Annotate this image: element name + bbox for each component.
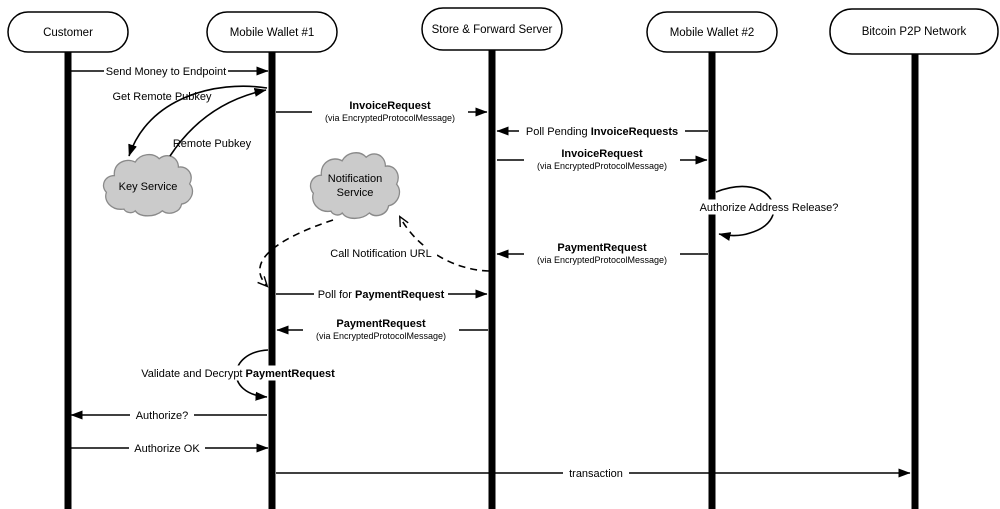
message-payment-request-to-server-label: PaymentRequest	[557, 242, 647, 254]
message-validate-and-decrypt: Validate and Decrypt PaymentRequest	[140, 349, 336, 401]
message-validate-and-decrypt-label: Validate and Decrypt PaymentRequest	[141, 368, 335, 380]
lifeline-bitcoin-network	[911, 52, 919, 509]
notification-service-cloud-shape	[309, 152, 401, 220]
message-payment-request-to-wallet1-via: (via EncryptedProtocolMessage)	[316, 331, 446, 341]
message-call-notification-url-curve	[400, 217, 490, 272]
message-authorize-address-release-loop	[715, 185, 775, 241]
message-payment-request-to-wallet1-label: PaymentRequest	[336, 318, 426, 330]
actor-store-forward-server-label: Store & Forward Server	[432, 24, 553, 36]
message-get-remote-pubkey-label: Get Remote Pubkey	[112, 91, 212, 103]
message-notify-wallet1-curve	[260, 219, 334, 286]
message-authorize-question: Authorize?	[70, 407, 267, 423]
lifelines	[64, 48, 919, 509]
message-authorize-address-release-label-bg	[696, 199, 842, 215]
message-payment-request-to-server: PaymentRequest (via EncryptedProtocolMes…	[496, 241, 708, 267]
message-invoice-request-1-label-bg	[312, 99, 468, 125]
message-remote-pubkey-label: Remote Pubkey	[173, 138, 252, 150]
actor-mobile-wallet-1-label: Mobile Wallet #1	[230, 27, 315, 39]
message-send-money: Send Money to Endpoint	[68, 63, 269, 79]
message-send-money-label-bg	[104, 63, 228, 79]
message-poll-pending-label-bg	[519, 123, 685, 139]
lifeline-mobile-wallet-1	[268, 50, 276, 509]
actor-store-forward-server: Store & Forward Server	[421, 7, 563, 51]
message-send-money-label: Send Money to Endpoint	[106, 66, 226, 78]
lifeline-mobile-wallet-2	[708, 50, 716, 509]
actor-mobile-wallet-2-label: Mobile Wallet #2	[670, 27, 755, 39]
message-authorize-question-label: Authorize?	[136, 410, 189, 422]
notification-service-label-line1: Notification	[328, 173, 382, 185]
actor-bitcoin-network-box	[829, 8, 999, 55]
actor-bitcoin-network-label: Bitcoin P2P Network	[862, 26, 967, 38]
message-transaction: transaction	[276, 465, 911, 481]
message-authorize-ok-label-bg	[129, 440, 205, 456]
message-invoice-request-2-label: InvoiceRequest	[561, 148, 643, 160]
message-call-notification-url: Call Notification URL	[325, 217, 490, 272]
actor-mobile-wallet-2: Mobile Wallet #2	[646, 11, 778, 53]
message-payment-request-to-server-via: (via EncryptedProtocolMessage)	[537, 255, 667, 265]
actor-mobile-wallet-1: Mobile Wallet #1	[206, 11, 338, 53]
message-transaction-label-bg	[563, 465, 629, 481]
message-invoice-request-1-label: InvoiceRequest	[349, 100, 431, 112]
message-poll-for-payment-request: Poll for PaymentRequest	[276, 286, 488, 302]
actor-bitcoin-network: Bitcoin P2P Network	[829, 8, 999, 55]
actor-mobile-wallet-2-box	[646, 11, 778, 53]
message-authorize-question-label-bg	[130, 407, 194, 423]
message-poll-pending-invoice-requests: Poll Pending InvoiceRequests	[496, 123, 708, 139]
message-invoice-request-1-via: (via EncryptedProtocolMessage)	[325, 113, 455, 123]
message-validate-and-decrypt-label-bg	[140, 365, 336, 381]
message-invoice-request-2-label-bg	[524, 147, 680, 173]
message-authorize-address-release-label: Authorize Address Release?	[700, 202, 839, 214]
message-payment-request-to-wallet1: PaymentRequest (via EncryptedProtocolMes…	[276, 317, 488, 343]
notification-service-label-line2: Service	[337, 187, 374, 199]
actor-customer-box	[7, 11, 129, 53]
message-invoice-request-2-via: (via EncryptedProtocolMessage)	[537, 161, 667, 171]
key-service-label: Key Service	[119, 181, 178, 193]
message-poll-pending-label: Poll Pending InvoiceRequests	[526, 126, 678, 138]
notification-service-cloud: Notification Service	[309, 152, 401, 220]
message-call-notification-url-label-bg	[325, 245, 437, 261]
message-call-notification-url-label: Call Notification URL	[330, 248, 431, 260]
message-authorize-ok: Authorize OK	[68, 440, 269, 456]
message-invoice-request-2: InvoiceRequest (via EncryptedProtocolMes…	[497, 147, 708, 173]
lifeline-customer	[64, 50, 72, 509]
message-invoice-request-1: InvoiceRequest (via EncryptedProtocolMes…	[276, 99, 488, 125]
key-service-cloud-shape	[102, 153, 194, 217]
actor-customer: Customer	[7, 11, 129, 53]
message-transaction-label: transaction	[569, 468, 623, 480]
message-poll-for-payment-request-label: Poll for PaymentRequest	[318, 289, 445, 301]
message-authorize-address-release: Authorize Address Release?	[696, 185, 842, 241]
message-remote-pubkey: Remote Pubkey	[169, 87, 267, 157]
message-poll-for-payment-request-label-bg	[314, 286, 448, 302]
actor-customer-label: Customer	[43, 27, 93, 39]
message-payment-request-to-server-label-bg	[524, 241, 680, 267]
message-get-remote-pubkey: Get Remote Pubkey	[112, 85, 268, 157]
key-service-cloud: Key Service	[102, 153, 194, 217]
lifeline-store-forward-server	[488, 48, 496, 509]
message-get-remote-pubkey-curve	[128, 85, 268, 157]
message-authorize-ok-label: Authorize OK	[134, 443, 200, 455]
message-payment-request-to-wallet1-label-bg	[303, 317, 459, 343]
message-notify-wallet1	[260, 219, 334, 286]
actor-mobile-wallet-1-box	[206, 11, 338, 53]
message-remote-pubkey-curve	[169, 87, 267, 157]
actor-store-forward-server-box	[421, 7, 563, 51]
